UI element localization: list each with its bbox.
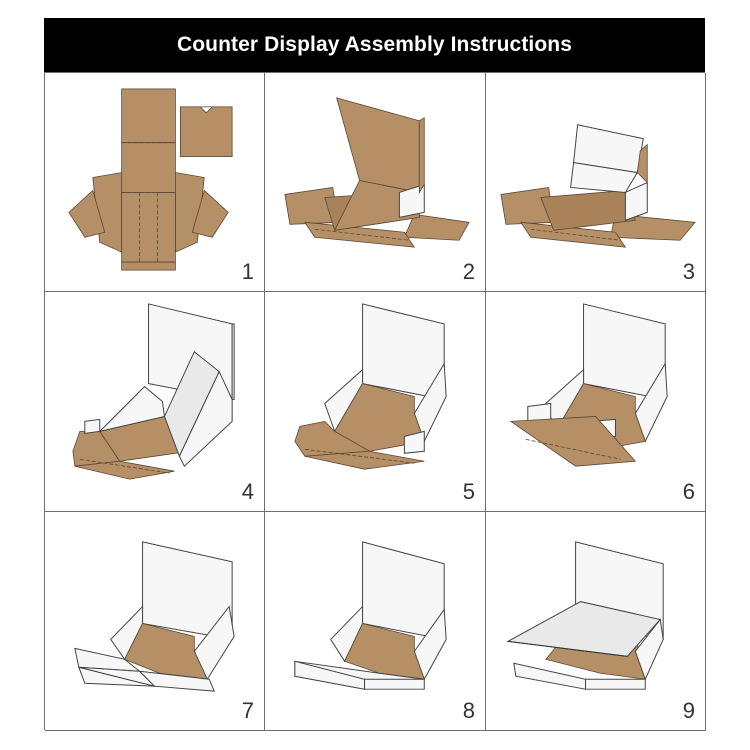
step-number: 5 [462, 479, 475, 504]
step-panel-7: 7 [45, 512, 265, 731]
steps-grid: 1 2 3 [44, 72, 706, 731]
step-panel-9: 9 [486, 512, 706, 731]
step-number: 8 [462, 698, 475, 723]
step-panel-5: 5 [265, 292, 486, 512]
step-4-illustration [72, 303, 235, 480]
page-title: Counter Display Assembly Instructions [44, 18, 705, 72]
step-number: 7 [241, 698, 254, 723]
step-5-illustration [294, 303, 447, 470]
step-2-illustration [284, 97, 470, 248]
step-number: 4 [241, 479, 254, 504]
step-3-illustration [500, 124, 696, 248]
step-panel-8: 8 [265, 512, 486, 731]
step-8-illustration [294, 541, 447, 690]
step-panel-6: 6 [486, 292, 706, 512]
step-panel-1: 1 [45, 73, 265, 292]
step-number: 2 [462, 259, 475, 284]
step-number: 9 [682, 698, 695, 723]
step-panel-2: 2 [265, 73, 486, 292]
step-7-illustration [74, 541, 235, 692]
step-panel-4: 4 [45, 292, 265, 512]
step-9-illustration [506, 541, 664, 690]
step-6-illustration [509, 303, 668, 467]
step-number: 6 [682, 479, 695, 504]
step-number: 3 [682, 259, 695, 284]
step-number: 1 [241, 259, 254, 284]
flat-die-cut-illustration [68, 88, 233, 271]
step-panel-3: 3 [486, 73, 706, 292]
